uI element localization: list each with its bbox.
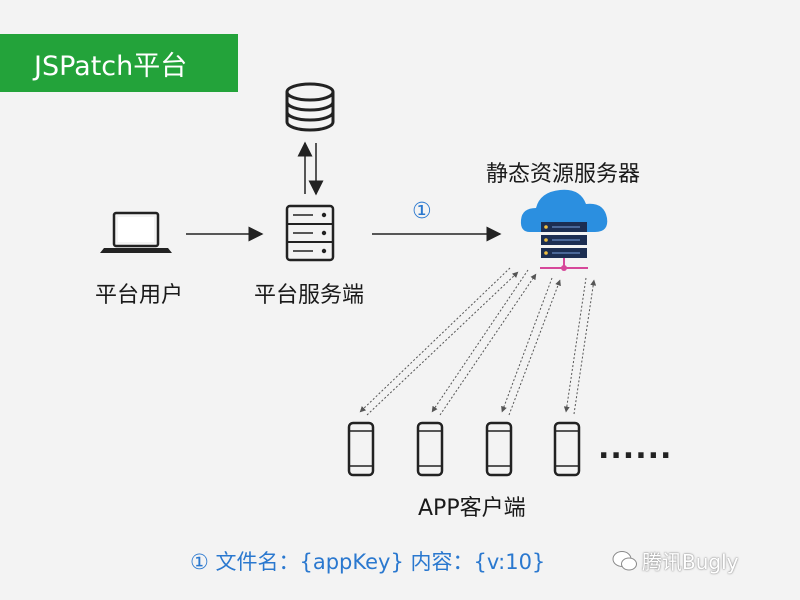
phone-icon — [347, 421, 375, 477]
app-clients-label: APP客户端 — [418, 496, 526, 521]
more-clients-ellipsis: ...... — [598, 431, 672, 466]
static-server-label: 静态资源服务器 — [486, 162, 641, 187]
phone-icon — [485, 421, 513, 477]
step-note: ① 文件名：{appKey} 内容：{v:10} — [190, 550, 546, 574]
watermark-text: 腾讯Bugly — [642, 550, 739, 574]
platform-user-label: 平台用户 — [95, 283, 184, 308]
wechat-icon — [612, 550, 637, 570]
watermark: 腾讯Bugly — [612, 546, 738, 575]
platform-server-label: 平台服务端 — [254, 283, 365, 308]
laptop-icon — [100, 211, 172, 253]
step-marker: ① — [412, 199, 432, 224]
server-icon — [285, 204, 335, 262]
phone-icon — [416, 421, 444, 477]
phone-icon — [553, 421, 581, 477]
cloud-server-icon — [520, 189, 608, 271]
page-title: JSPatch平台 — [0, 34, 238, 92]
database-icon — [285, 82, 335, 132]
client-connections — [359, 267, 597, 416]
